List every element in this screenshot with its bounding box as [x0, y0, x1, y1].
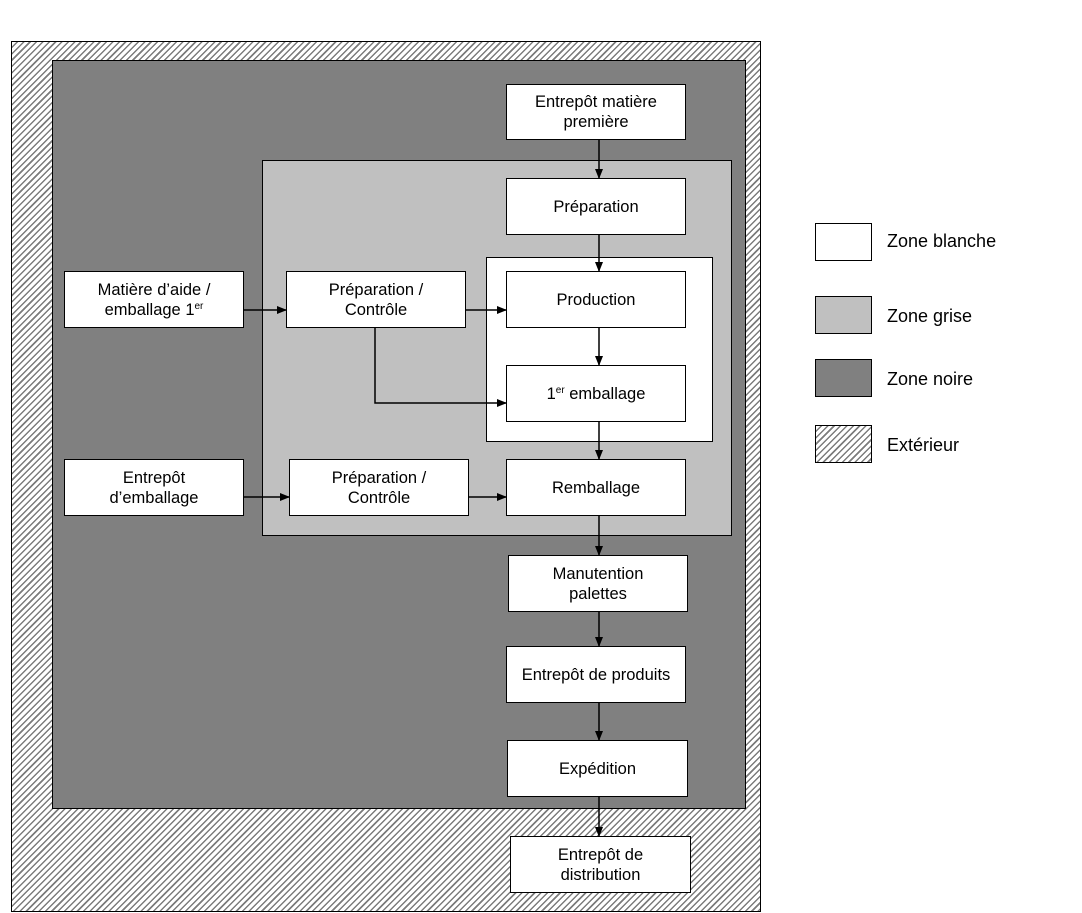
- box-label: distribution: [560, 865, 641, 884]
- box-label: Entrepôt: [122, 468, 186, 487]
- box-label: Préparation: [553, 197, 639, 216]
- box-entrepot-produits: Entrepôt de produits: [506, 646, 686, 703]
- arrow-prep-controle-to-emballage: [374, 327, 507, 407]
- legend-swatch-noire: [815, 359, 872, 397]
- box-entrepot-distribution: Entrepôt de distribution: [510, 836, 691, 893]
- box-label: Entrepôt matière: [535, 93, 657, 111]
- legend-label-grise: Zone grise: [887, 306, 973, 326]
- box-manutention-palettes: Manutention palettes: [508, 555, 688, 612]
- legend-label-noire: Zone noire: [887, 369, 974, 389]
- legend-swatch-grise: [815, 296, 872, 334]
- box-label: emballage 1er: [104, 300, 204, 319]
- box-label: Entrepôt de produits: [521, 665, 671, 684]
- box-label: d’emballage: [109, 488, 199, 507]
- box-preparation-controle-2: Préparation / Contrôle: [289, 459, 469, 516]
- legend-swatch-exterieur: [815, 425, 872, 463]
- box-label: première: [563, 113, 629, 131]
- box-label: palettes: [569, 584, 627, 603]
- box-preparation-controle-1: Préparation / Contrôle: [286, 271, 466, 328]
- box-matiere-aide-emballage: Matière d’aide / emballage 1er: [64, 271, 244, 328]
- box-remballage: Remballage: [506, 459, 686, 516]
- box-entrepot-matiere-premiere: Entrepôt matière première: [506, 84, 686, 140]
- legend-label-exterieur: Extérieur: [887, 435, 960, 455]
- box-label: Entrepôt de: [557, 845, 644, 864]
- box-preparation: Préparation: [506, 178, 686, 235]
- box-production: Production: [506, 271, 686, 328]
- box-label: Contrôle: [344, 300, 408, 319]
- box-label: 1er emballage: [546, 384, 646, 403]
- box-label: Matière d’aide /: [97, 280, 211, 299]
- box-label: Préparation /: [328, 280, 424, 299]
- box-label: Préparation /: [331, 468, 427, 487]
- box-label: Expédition: [558, 759, 637, 778]
- box-label: Manutention: [552, 564, 644, 583]
- box-premier-emballage: 1er emballage: [506, 365, 686, 422]
- box-label: Remballage: [551, 478, 641, 497]
- box-label: Production: [556, 290, 636, 309]
- box-expedition: Expédition: [507, 740, 688, 797]
- legend-label-blanche: Zone blanche: [887, 231, 997, 251]
- box-entrepot-emballage: Entrepôt d’emballage: [64, 459, 244, 516]
- box-label: Contrôle: [347, 488, 411, 507]
- legend-swatch-blanche: [815, 223, 872, 261]
